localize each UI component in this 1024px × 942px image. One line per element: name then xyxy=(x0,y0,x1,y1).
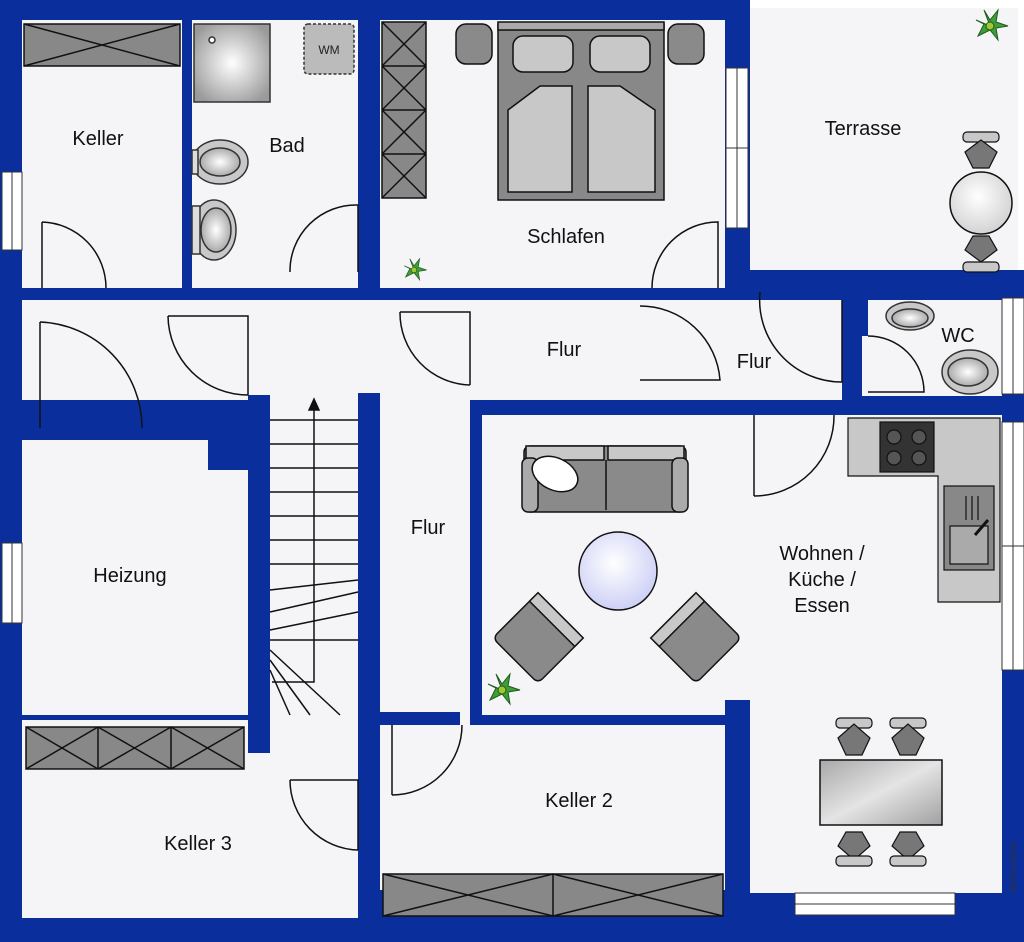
rack-schlafen xyxy=(381,21,427,199)
door-schlafen xyxy=(651,221,719,289)
label-keller: Keller xyxy=(72,128,123,150)
rack-keller xyxy=(23,23,181,67)
stair-direction-arrow xyxy=(272,400,315,683)
washing-machine-icon xyxy=(303,23,355,75)
coffee-table xyxy=(578,531,658,611)
interior-walls xyxy=(22,270,1018,920)
label-keller2: Keller 2 xyxy=(545,790,613,812)
plant-icon xyxy=(975,8,1009,42)
bathroom-fixtures xyxy=(191,23,999,395)
doors xyxy=(39,204,925,851)
bed xyxy=(455,21,705,201)
label-schlafen: Schlafen xyxy=(527,226,605,248)
label-heizung: Heizung xyxy=(93,565,166,587)
room-stair-landing xyxy=(270,715,358,725)
door-flur-right xyxy=(639,305,721,381)
door-heizung xyxy=(39,321,143,429)
nightstand-right xyxy=(667,23,705,65)
terrace-table xyxy=(949,171,1013,235)
door-terrasse xyxy=(758,291,843,383)
label-terrasse: Terrasse xyxy=(825,118,902,140)
chair xyxy=(835,717,873,756)
label-essen: Essen xyxy=(794,595,850,617)
label-wohnen: Wohnen / xyxy=(779,543,865,565)
armchair-left xyxy=(494,591,585,682)
door-flur-left xyxy=(167,315,249,396)
chair xyxy=(889,831,927,867)
storage-racks xyxy=(23,21,724,917)
label-kueche: Küche / xyxy=(788,569,856,591)
label-bad: Bad xyxy=(269,135,305,157)
plant-icon xyxy=(404,257,427,282)
chair xyxy=(962,131,1000,169)
pillow-right xyxy=(589,35,651,73)
terrace-chairs xyxy=(962,131,1000,273)
chair xyxy=(962,235,1000,273)
stove-icon xyxy=(879,421,935,473)
room-keller2 xyxy=(380,725,725,890)
windows xyxy=(1,67,1024,916)
door-keller3 xyxy=(289,779,359,851)
door-bad xyxy=(289,204,359,273)
rack-keller3 xyxy=(25,726,245,770)
plant-icon xyxy=(487,672,521,706)
door-keller xyxy=(41,221,107,289)
armchair-right xyxy=(649,591,740,682)
room-flur-mid xyxy=(380,300,470,770)
label-keller3: Keller 3 xyxy=(164,833,232,855)
label-wc: WC xyxy=(941,325,974,347)
chair xyxy=(835,831,873,867)
label-flur-right: Flur xyxy=(737,351,772,373)
cushion xyxy=(531,455,579,493)
label-flur-top: Flur xyxy=(547,339,582,361)
label-flur-mid: Flur xyxy=(411,517,446,539)
credit-text: McGrundriss xyxy=(1008,840,1018,892)
staircase xyxy=(269,397,359,716)
dining-table xyxy=(819,759,943,826)
shower-icon xyxy=(193,23,271,103)
door-wohnen xyxy=(753,414,835,497)
dining-chairs xyxy=(835,717,927,867)
rack-keller2 xyxy=(382,873,724,917)
door-wc xyxy=(867,335,925,393)
kitchen xyxy=(847,417,1001,603)
label-washing-machine: WM xyxy=(318,43,339,57)
room-heizung xyxy=(22,440,248,715)
nightstand-left xyxy=(455,23,493,65)
sofa xyxy=(521,445,689,513)
plants xyxy=(404,8,1009,706)
door-keller2 xyxy=(391,724,463,796)
pillow-left xyxy=(512,35,574,73)
door-flur-top xyxy=(399,311,471,386)
chair xyxy=(889,717,927,756)
